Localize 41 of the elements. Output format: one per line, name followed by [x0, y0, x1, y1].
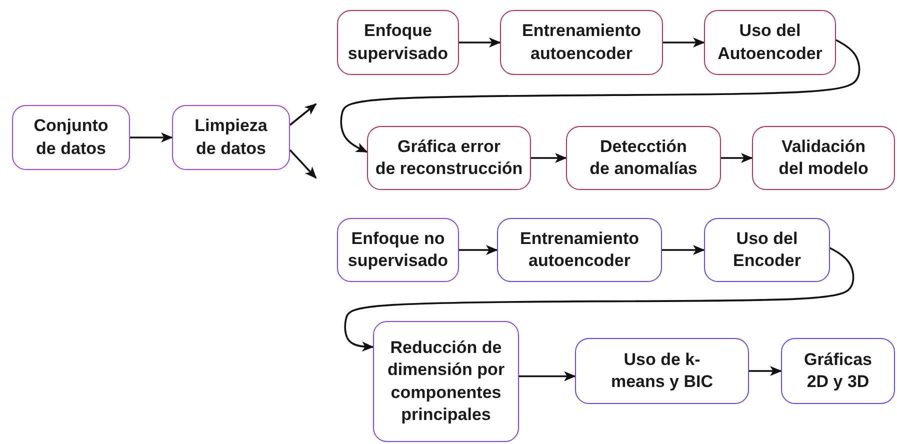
arrow — [531, 153, 567, 163]
process-box — [337, 10, 459, 75]
node-label: Gráfica error de reconstrucción — [374, 136, 524, 180]
arrow — [459, 245, 498, 255]
node-label: Gráficas 2D y 3D — [802, 348, 874, 393]
process-box — [497, 218, 662, 282]
node-label: Conjunto de datos — [32, 115, 110, 160]
arrow — [289, 103, 317, 126]
node-label: Uso del Autoencoder — [716, 20, 824, 64]
process-box — [172, 105, 290, 170]
arrow — [721, 153, 753, 163]
arrow — [663, 38, 705, 48]
arrow — [130, 132, 173, 142]
node-label: Detecctión de anomalías — [588, 136, 698, 180]
arrow — [459, 38, 501, 48]
arrow — [519, 371, 576, 382]
node-label: Uso del Encoder — [732, 228, 802, 272]
arrow — [344, 247, 854, 352]
arrow — [340, 39, 860, 153]
process-box — [373, 321, 519, 442]
arrow — [662, 245, 705, 255]
process-box — [752, 126, 895, 190]
node-label: Validación del modelo — [778, 136, 870, 180]
process-box — [575, 338, 749, 404]
arrow — [749, 366, 782, 376]
process-box — [337, 218, 459, 282]
node-label: Reducción de dimensión por componentes principales — [386, 337, 506, 426]
node-label: Limpieza de datos — [194, 115, 268, 160]
node-label: Enfoque no supervisado — [346, 228, 450, 272]
process-box — [704, 10, 836, 75]
process-box — [704, 218, 830, 282]
node-label: Entrenamiento autoencoder — [520, 20, 642, 64]
process-box — [781, 338, 895, 404]
arrow — [289, 149, 317, 179]
node-label: Entrenamiento autoencoder — [518, 228, 640, 272]
node-label: Uso de k-means y BIC — [610, 348, 714, 393]
process-box — [12, 105, 130, 170]
process-box — [500, 10, 663, 75]
process-box — [566, 126, 721, 190]
node-label: Enfoque supervisado — [346, 20, 450, 64]
process-box — [367, 126, 531, 190]
